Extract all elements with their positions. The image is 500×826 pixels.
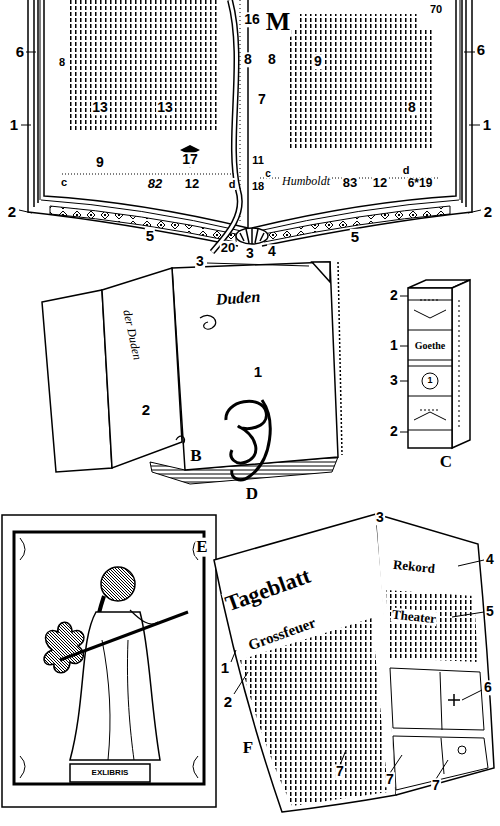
printed-text: E (195, 538, 208, 557)
callout-number: 20 (220, 241, 236, 255)
printed-text: C (439, 453, 453, 472)
callout-number: 18 (251, 180, 265, 192)
callout-number: 5 (145, 228, 155, 245)
callout-number: 70 (429, 3, 443, 15)
callout-number: 3 (245, 246, 255, 261)
callout-number: 7 (431, 778, 441, 793)
callout-number: 9 (313, 54, 323, 69)
callout-number: 7 (385, 772, 395, 787)
printed-text: Grossfeuer (245, 614, 319, 654)
printed-text: Goethe (414, 340, 447, 351)
printed-text: F (242, 739, 254, 758)
callout-number: 13 (156, 100, 174, 115)
callout-number: 16 (243, 12, 261, 27)
callout-number: 6 (476, 42, 486, 59)
printed-text: D (245, 485, 259, 504)
callout-number: 2 (141, 402, 151, 419)
callout-number: 13 (91, 100, 109, 115)
callout-number: 1 (9, 117, 19, 134)
callout-number: 4 (485, 552, 495, 567)
callout-number: 5 (350, 229, 360, 246)
printed-text: der Duden (120, 308, 144, 363)
callout-number: 8 (407, 100, 417, 115)
callout-number: 4 (267, 244, 277, 259)
printed-text: Theater (390, 607, 437, 626)
callout-number: 6 (15, 44, 25, 61)
printed-text: d (228, 178, 237, 190)
callout-number: 11 (251, 154, 265, 166)
printed-text: c (60, 176, 68, 188)
callout-number: 83 (342, 176, 358, 190)
callout-number: 8 (267, 52, 277, 67)
callout-number: 1 (426, 376, 433, 386)
printed-text: 6*19 (407, 177, 434, 190)
callout-number: 6 (483, 680, 493, 695)
printed-text: Humboldt (281, 175, 331, 188)
printed-text: d (402, 164, 411, 176)
callout-number: 1 (389, 338, 399, 353)
callout-number: 2 (7, 204, 17, 221)
callout-number: 1 (482, 117, 492, 134)
callout-number: 2 (223, 694, 233, 711)
callout-number: 3 (195, 254, 205, 269)
callout-number: 12 (184, 177, 200, 191)
callout-number: 17 (181, 152, 199, 167)
callout-number: 2 (389, 424, 399, 439)
callout-number: 2 (389, 288, 399, 303)
printed-text: Tageblatt (221, 563, 314, 617)
callout-number: 1 (253, 364, 263, 381)
callout-number: 12 (372, 176, 388, 190)
callout-number: 1 (220, 660, 230, 677)
printed-text: M (265, 8, 292, 37)
callout-number: 82 (147, 177, 163, 191)
callout-number: 5 (485, 604, 495, 619)
callout-number: 8 (58, 56, 66, 68)
callout-number: 8 (243, 52, 253, 67)
printed-text: EXLIBRIS (91, 769, 130, 778)
printed-text: Rekord (391, 558, 436, 577)
printed-text: Duden (214, 288, 262, 309)
callout-number: 9 (95, 155, 105, 170)
callout-number: 7 (257, 92, 267, 107)
callout-number: 7 (335, 764, 345, 779)
callout-number: 3 (389, 373, 399, 388)
callout-number: 2 (483, 204, 493, 221)
printed-text: B (189, 447, 202, 466)
printed-text: c (264, 168, 272, 179)
callout-number: 3 (375, 510, 385, 525)
